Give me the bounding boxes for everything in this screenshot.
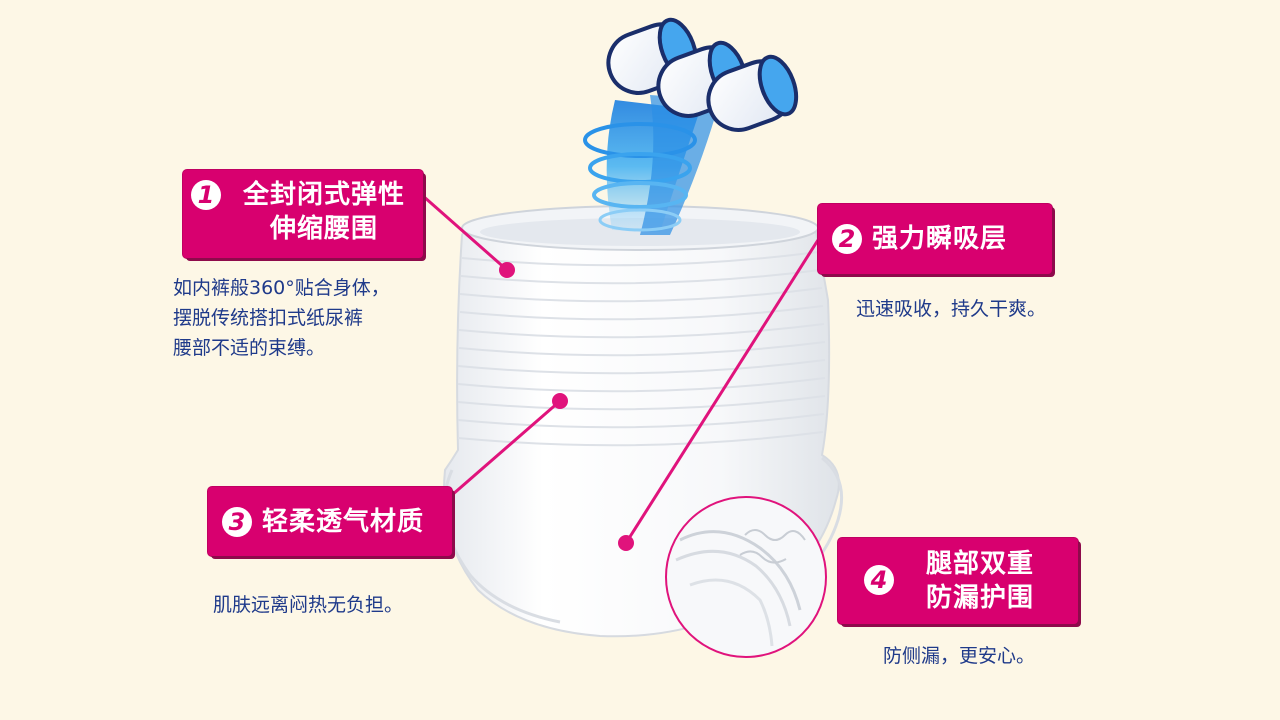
feature-label-waistband: 1 全封闭式弹性 伸缩腰围 (183, 170, 423, 258)
feature-description-breathable-material: 肌肤远离闷热无负担。 (213, 594, 404, 616)
feature-title-line2: 伸缩腰围 (269, 214, 378, 244)
feature-title-line1: 腿部双重 (925, 549, 1034, 579)
desc-line2: 摆脱传统搭扣式纸尿裤 (173, 307, 364, 329)
leg-cuff-zoom-circle (665, 496, 827, 658)
feature-label-breathable-material: 3 轻柔透气材质 (208, 487, 452, 556)
feature-number-badge: 2 (832, 224, 862, 254)
feature-description-absorb-layer: 迅速吸收，持久干爽。 (856, 298, 1047, 320)
feature-number-badge: 1 (191, 180, 221, 210)
pointer-lines (422, 194, 820, 551)
feature-label-leg-cuff: 4 腿部双重 防漏护围 (838, 538, 1078, 624)
feature-title: 轻柔透气材质 (262, 506, 425, 537)
feature-label-absorb-layer: 2 强力瞬吸层 (818, 204, 1052, 274)
feature-description-waistband: 如内裤般360°贴合身体， 摆脱传统搭扣式纸尿裤 腰部不适的束缚。 (173, 273, 433, 363)
feature-title: 全封闭式弹性 伸缩腰围 (229, 178, 419, 246)
absorbent-tube-icon (606, 17, 799, 132)
desc-line3: 腰部不适的束缚。 (173, 337, 326, 359)
feature-number-badge: 3 (222, 506, 252, 537)
water-swirl-icon (583, 95, 720, 235)
desc-line1: 如内裤般360°贴合身体， (173, 277, 390, 299)
feature-title-line1: 全封闭式弹性 (242, 180, 405, 210)
feature-title-line2: 防漏护围 (925, 583, 1034, 613)
feature-title: 强力瞬吸层 (872, 224, 1008, 254)
feature-title: 腿部双重 防漏护围 (900, 547, 1060, 615)
feature-description-leg-cuff: 防侧漏，更安心。 (883, 645, 1036, 667)
feature-number-badge: 4 (864, 565, 894, 595)
